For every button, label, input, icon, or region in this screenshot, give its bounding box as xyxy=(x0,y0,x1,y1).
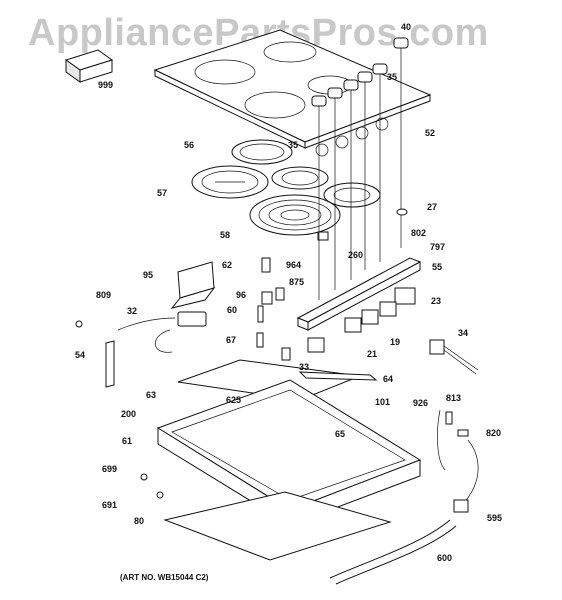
part-60 xyxy=(257,305,264,323)
label-200: 200 xyxy=(121,409,137,419)
part-32-limiter xyxy=(117,311,207,353)
label-35-left: 35 xyxy=(288,140,299,150)
part-595 xyxy=(453,439,479,513)
label-95: 95 xyxy=(143,270,154,280)
art-number: (ART NO. WB15044 C2) xyxy=(120,573,209,582)
part-699 xyxy=(140,473,148,481)
label-54: 54 xyxy=(75,350,86,360)
label-55: 55 xyxy=(432,262,443,272)
label-691: 691 xyxy=(102,500,118,510)
label-56: 56 xyxy=(184,140,195,150)
label-797: 797 xyxy=(430,242,446,252)
infinite-switches xyxy=(307,287,416,353)
label-33: 33 xyxy=(299,362,310,372)
part-926-cable xyxy=(437,409,446,471)
label-57: 57 xyxy=(157,188,168,198)
part-691 xyxy=(156,491,164,499)
label-64: 64 xyxy=(383,374,394,384)
label-32: 32 xyxy=(127,306,138,316)
part-999-box xyxy=(64,49,114,83)
label-964: 964 xyxy=(286,260,302,270)
label-40: 40 xyxy=(401,22,412,32)
part-80-bottom-plate xyxy=(163,491,392,561)
label-260: 260 xyxy=(348,250,364,260)
part-820 xyxy=(457,429,469,437)
burner-57 xyxy=(191,165,269,199)
label-35-top: 35 xyxy=(387,72,398,82)
burner-58 xyxy=(249,194,341,241)
label-999: 999 xyxy=(98,80,114,90)
label-101: 101 xyxy=(375,397,391,407)
label-63: 63 xyxy=(146,390,157,400)
label-27: 27 xyxy=(427,202,438,212)
label-58: 58 xyxy=(220,230,231,240)
part-27 xyxy=(396,208,408,216)
glass-cooktop xyxy=(153,29,432,149)
label-595: 595 xyxy=(487,513,503,523)
control-rail-55 xyxy=(296,257,422,331)
label-820: 820 xyxy=(486,428,502,438)
part-64-bar xyxy=(298,371,378,381)
label-21: 21 xyxy=(367,349,378,359)
label-52: 52 xyxy=(425,128,436,138)
label-23: 23 xyxy=(431,296,442,306)
label-34: 34 xyxy=(458,328,469,338)
label-65: 65 xyxy=(335,429,346,439)
burner-56 xyxy=(231,139,293,165)
label-62: 62 xyxy=(222,260,233,270)
part-33 xyxy=(281,347,291,361)
label-625: 625 xyxy=(226,395,242,405)
part-67 xyxy=(256,332,264,348)
label-60: 60 xyxy=(227,305,238,315)
label-600: 600 xyxy=(437,553,453,563)
label-809: 809 xyxy=(96,290,112,300)
label-802: 802 xyxy=(411,228,427,238)
label-96: 96 xyxy=(236,290,247,300)
part-95-bracket xyxy=(170,261,216,309)
label-699: 699 xyxy=(102,464,118,474)
label-80: 80 xyxy=(134,516,145,526)
part-34-harness xyxy=(429,339,479,375)
part-809 xyxy=(75,320,83,328)
part-600-conduit xyxy=(329,519,457,585)
label-926: 926 xyxy=(413,398,429,408)
part-62 xyxy=(261,257,271,273)
part-875 xyxy=(275,287,285,301)
label-813: 813 xyxy=(446,393,462,403)
label-67: 67 xyxy=(226,335,237,345)
label-875: 875 xyxy=(289,277,305,287)
label-19: 19 xyxy=(390,337,401,347)
control-dials xyxy=(315,117,389,157)
label-61: 61 xyxy=(122,436,133,446)
part-813 xyxy=(445,411,453,425)
part-96 xyxy=(261,291,273,305)
burner-top-right xyxy=(271,166,329,190)
part-54 xyxy=(105,340,115,388)
